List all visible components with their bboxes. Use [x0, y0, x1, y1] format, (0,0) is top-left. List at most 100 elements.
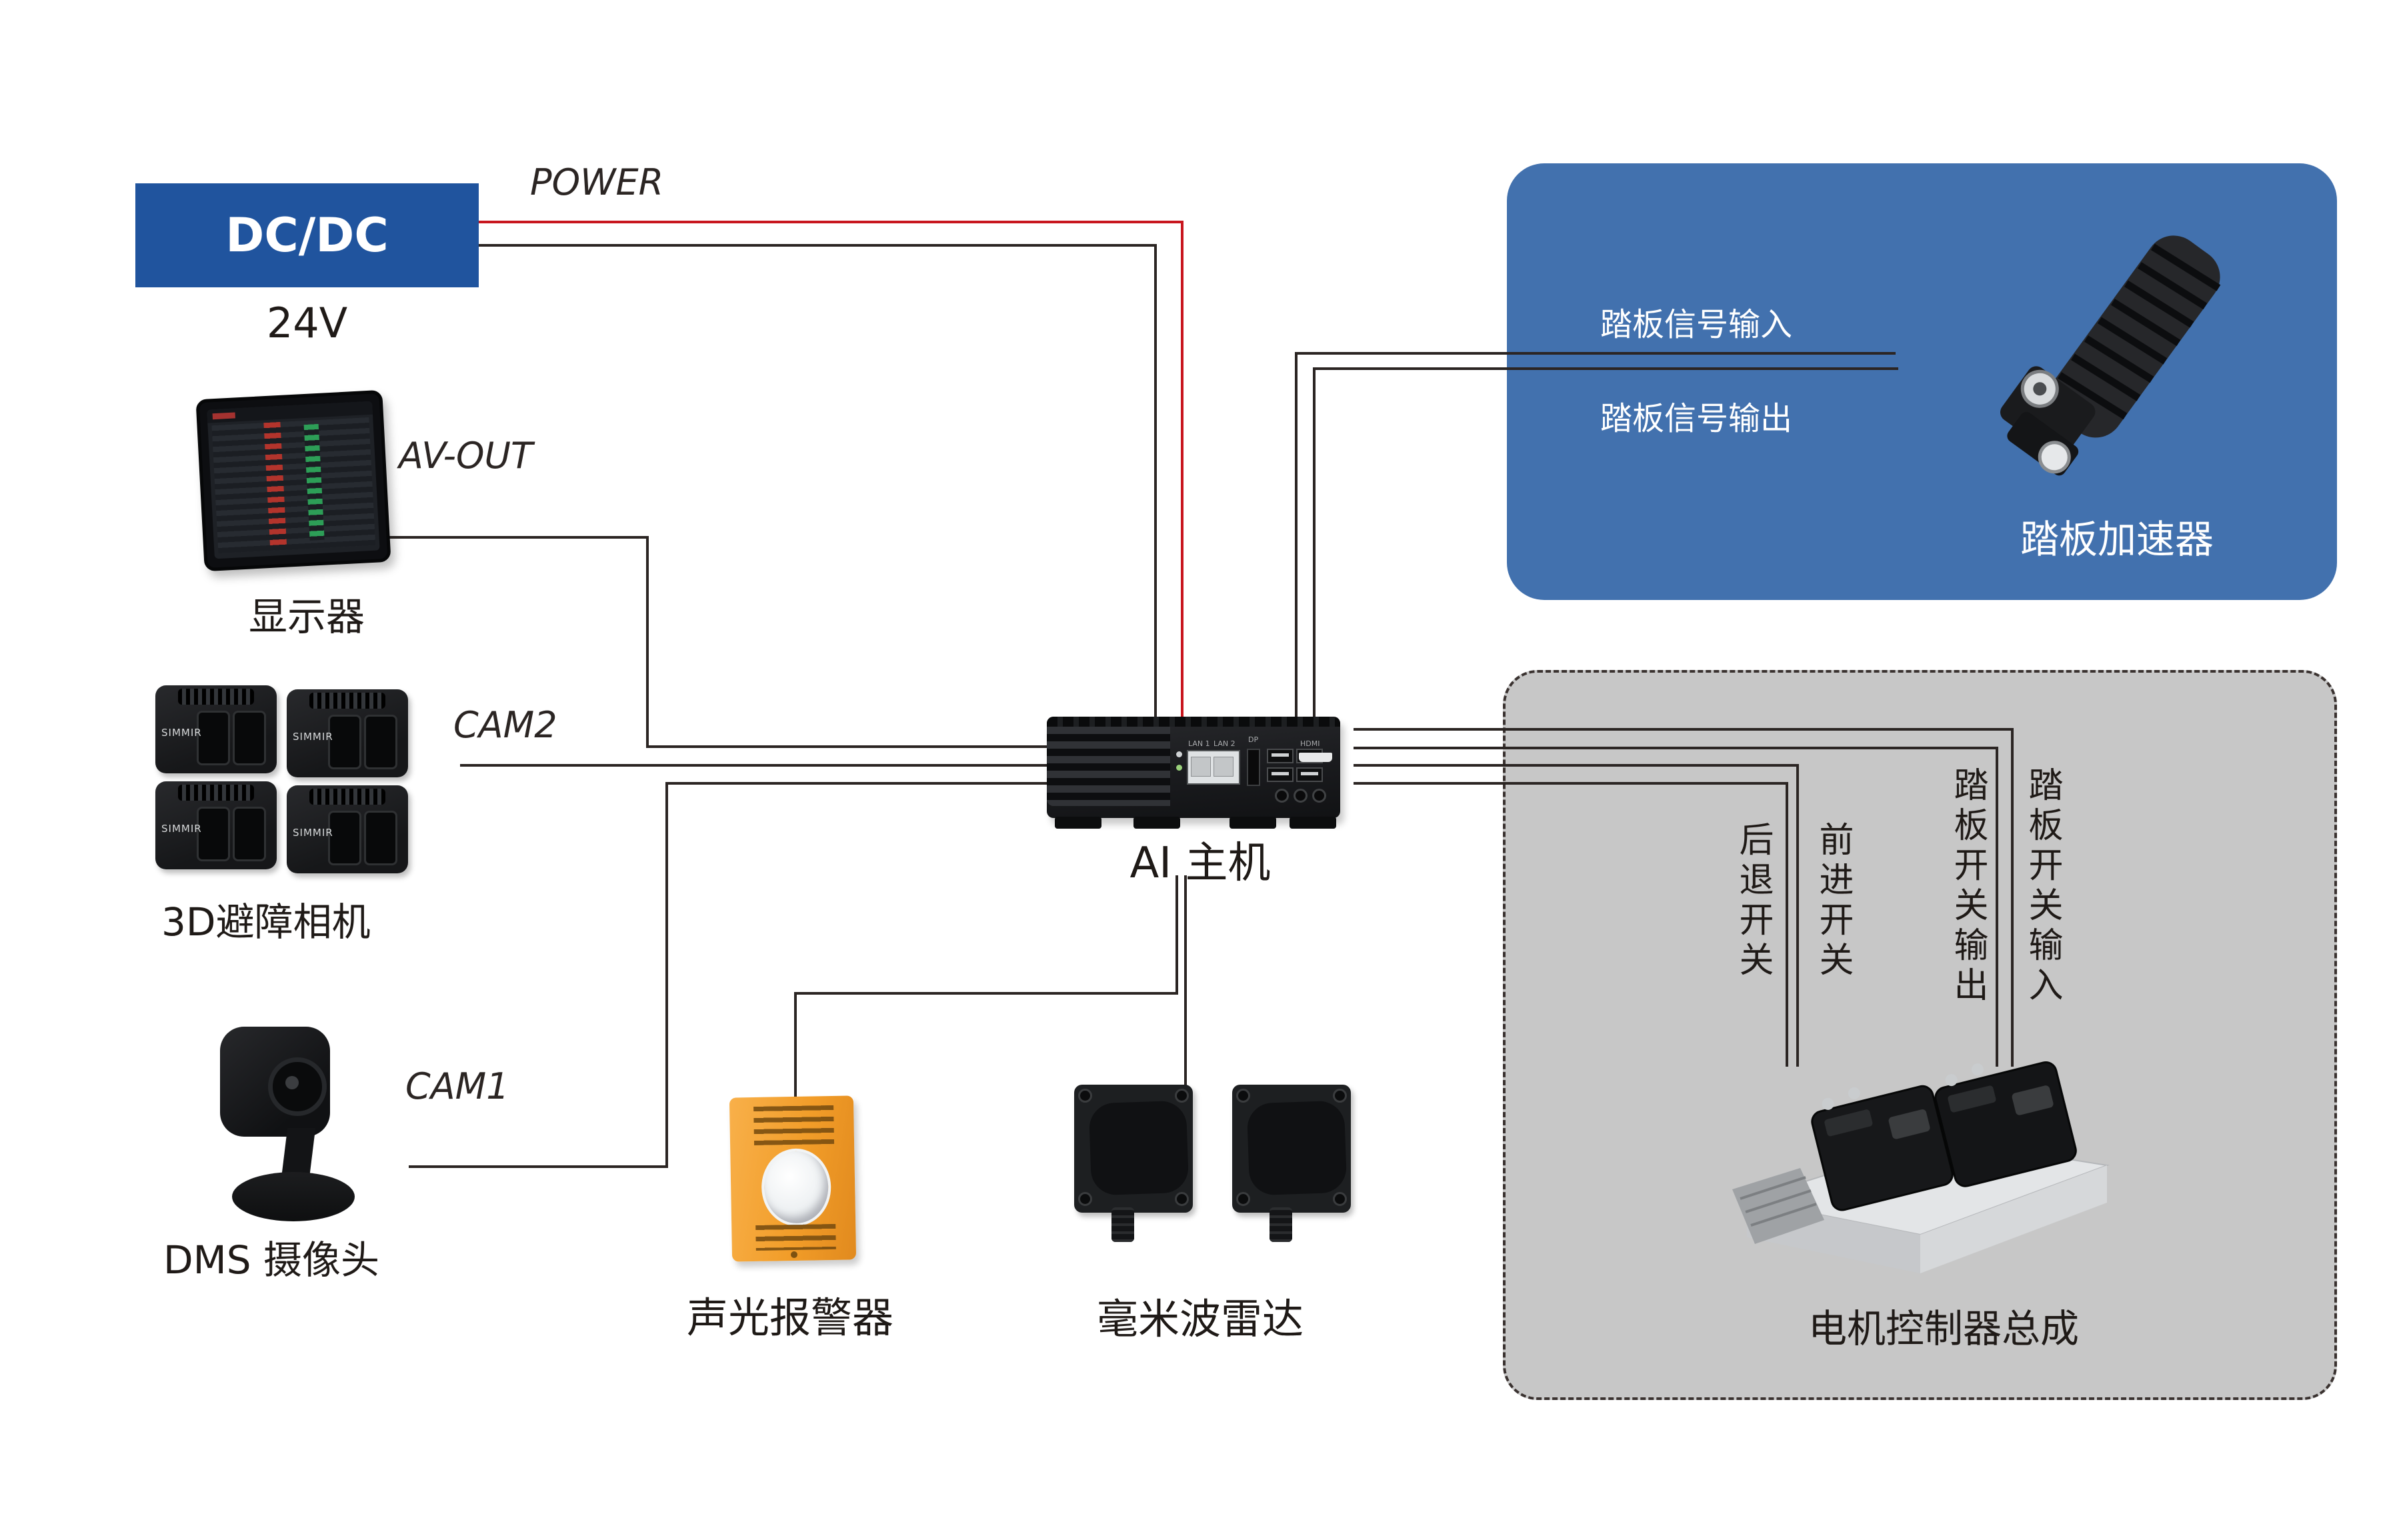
radar-front-face — [1246, 1100, 1348, 1196]
audio-jack — [1275, 789, 1289, 803]
dms-camera-pupil — [285, 1076, 299, 1089]
radar-mount-hole — [1333, 1089, 1347, 1103]
pedal-accelerator-label: 踏板加速器 — [2020, 517, 2214, 562]
pedal-signal-in-line — [1295, 352, 1896, 723]
usb-port — [1267, 767, 1294, 782]
host-led-power — [1176, 751, 1182, 757]
camera-lens-right — [364, 715, 397, 769]
camera-brand: SIMMIR — [161, 727, 202, 739]
obstacle-camera-2: SIMMIR — [287, 689, 408, 777]
obstacle-camera-3: SIMMIR — [155, 781, 277, 869]
cam2-label: CAM2 — [453, 704, 557, 746]
radar-connector — [1270, 1207, 1292, 1242]
av-out-line — [377, 536, 1052, 748]
pedal-signal-out-label: 踏板信号输出 — [1600, 400, 1793, 437]
radar-mount-hole — [1333, 1192, 1347, 1206]
host-heatsink-fins — [1047, 727, 1170, 806]
dp-port-label: DP — [1248, 735, 1259, 744]
motor-controller-image — [1732, 1061, 2110, 1273]
cam1-line — [409, 782, 1052, 1168]
hdmi-port-label: HDMI — [1300, 739, 1320, 748]
pedal-switch-out-label: 踏板开关输出 — [1948, 767, 1988, 1007]
radar-mount-hole — [1175, 1192, 1189, 1206]
radar-label: 毫米波雷达 — [1097, 1295, 1304, 1343]
radar-front-face — [1088, 1100, 1189, 1196]
camera-lens-right — [233, 807, 266, 861]
camera-lens-right — [364, 811, 397, 865]
radar-mount-hole — [1236, 1192, 1250, 1206]
radar-mount-hole — [1236, 1089, 1250, 1103]
host-foot — [1290, 817, 1336, 829]
camera-lens-left — [328, 811, 361, 865]
power-line-label: POWER — [530, 161, 664, 203]
host-led-status — [1176, 765, 1182, 771]
radar-unit-1 — [1074, 1085, 1193, 1242]
alarm-label: 声光报警器 — [687, 1293, 894, 1342]
lan-ports — [1187, 750, 1240, 785]
camera-grille — [309, 789, 385, 805]
camera-lens-left — [328, 715, 361, 769]
obstacle-cameras-label: 3D避障相机 — [161, 899, 371, 945]
alarm-screw — [790, 1251, 798, 1259]
radar-mount-hole — [1175, 1089, 1189, 1103]
lan1-port-label: LAN 1 — [1188, 739, 1210, 748]
host-top-grille — [1047, 717, 1340, 727]
alarm-strobe-dome — [761, 1148, 832, 1227]
forward-switch-line — [1354, 764, 1799, 1067]
alarm-grille-bottom — [755, 1223, 836, 1251]
alarm-line — [794, 875, 1178, 1099]
hdmi-port — [1299, 753, 1332, 762]
audio-jack — [1312, 789, 1326, 803]
sound-light-alarm — [729, 1095, 857, 1262]
alarm-grille-top — [753, 1105, 835, 1146]
pedal-switch-in-line — [1354, 728, 2014, 1067]
power-line-negative — [479, 244, 1157, 723]
camera-brand: SIMMIR — [293, 731, 333, 743]
reverse-switch-label: 后退开关 — [1733, 821, 1773, 981]
camera-brand: SIMMIR — [161, 823, 202, 835]
dp-port — [1247, 749, 1260, 786]
radar-unit-2 — [1232, 1085, 1351, 1242]
radar-connector — [1111, 1207, 1134, 1242]
camera-grille — [178, 785, 254, 801]
host-foot — [1133, 817, 1180, 829]
host-foot — [1055, 817, 1101, 829]
usb-port — [1267, 749, 1294, 763]
radar-mount-hole — [1078, 1192, 1092, 1206]
camera-grille — [309, 693, 385, 709]
motor-controller-panel — [1503, 670, 2337, 1400]
obstacle-camera-1: SIMMIR — [155, 685, 277, 773]
av-out-label: AV-OUT — [399, 435, 533, 477]
camera-lens-right — [233, 711, 266, 765]
host-foot — [1230, 817, 1276, 829]
usb-port — [1296, 767, 1323, 782]
motor-controller-label: 电机控制器总成 — [1808, 1306, 2080, 1351]
camera-brand: SIMMIR — [293, 827, 333, 839]
dms-camera — [220, 1027, 360, 1227]
radar-mount-hole — [1078, 1089, 1092, 1103]
pedal-switch-out-line — [1354, 747, 1998, 1067]
camera-lens-left — [197, 711, 230, 765]
pedal-signal-out-line — [1313, 367, 1898, 723]
dms-camera-label: DMS 摄像头 — [163, 1237, 379, 1283]
monitor-table-rows — [211, 417, 376, 554]
display-label: 显示器 — [248, 594, 365, 639]
dcdc-converter-box: DC/DC — [135, 183, 479, 287]
monitor-screen — [207, 401, 380, 559]
lan2-port-label: LAN 2 — [1214, 739, 1236, 748]
display-monitor — [195, 389, 391, 572]
host-front-panel: LAN 1 LAN 2 DP HDMI — [1175, 730, 1336, 810]
pedal-signal-in-label: 踏板信号输入 — [1600, 306, 1793, 343]
pedal-accelerator-image — [2000, 235, 2221, 476]
obstacle-camera-4: SIMMIR — [287, 785, 408, 873]
cam1-label: CAM1 — [405, 1065, 509, 1107]
pedal-accelerator-panel — [1507, 163, 2337, 600]
power-line-positive — [479, 221, 1183, 723]
camera-lens-left — [197, 807, 230, 861]
voltage-label: 24V — [266, 299, 348, 347]
reverse-switch-line — [1354, 782, 1788, 1067]
forward-switch-label: 前进开关 — [1813, 821, 1853, 981]
pedal-switch-in-label: 踏板开关输入 — [2022, 767, 2062, 1007]
